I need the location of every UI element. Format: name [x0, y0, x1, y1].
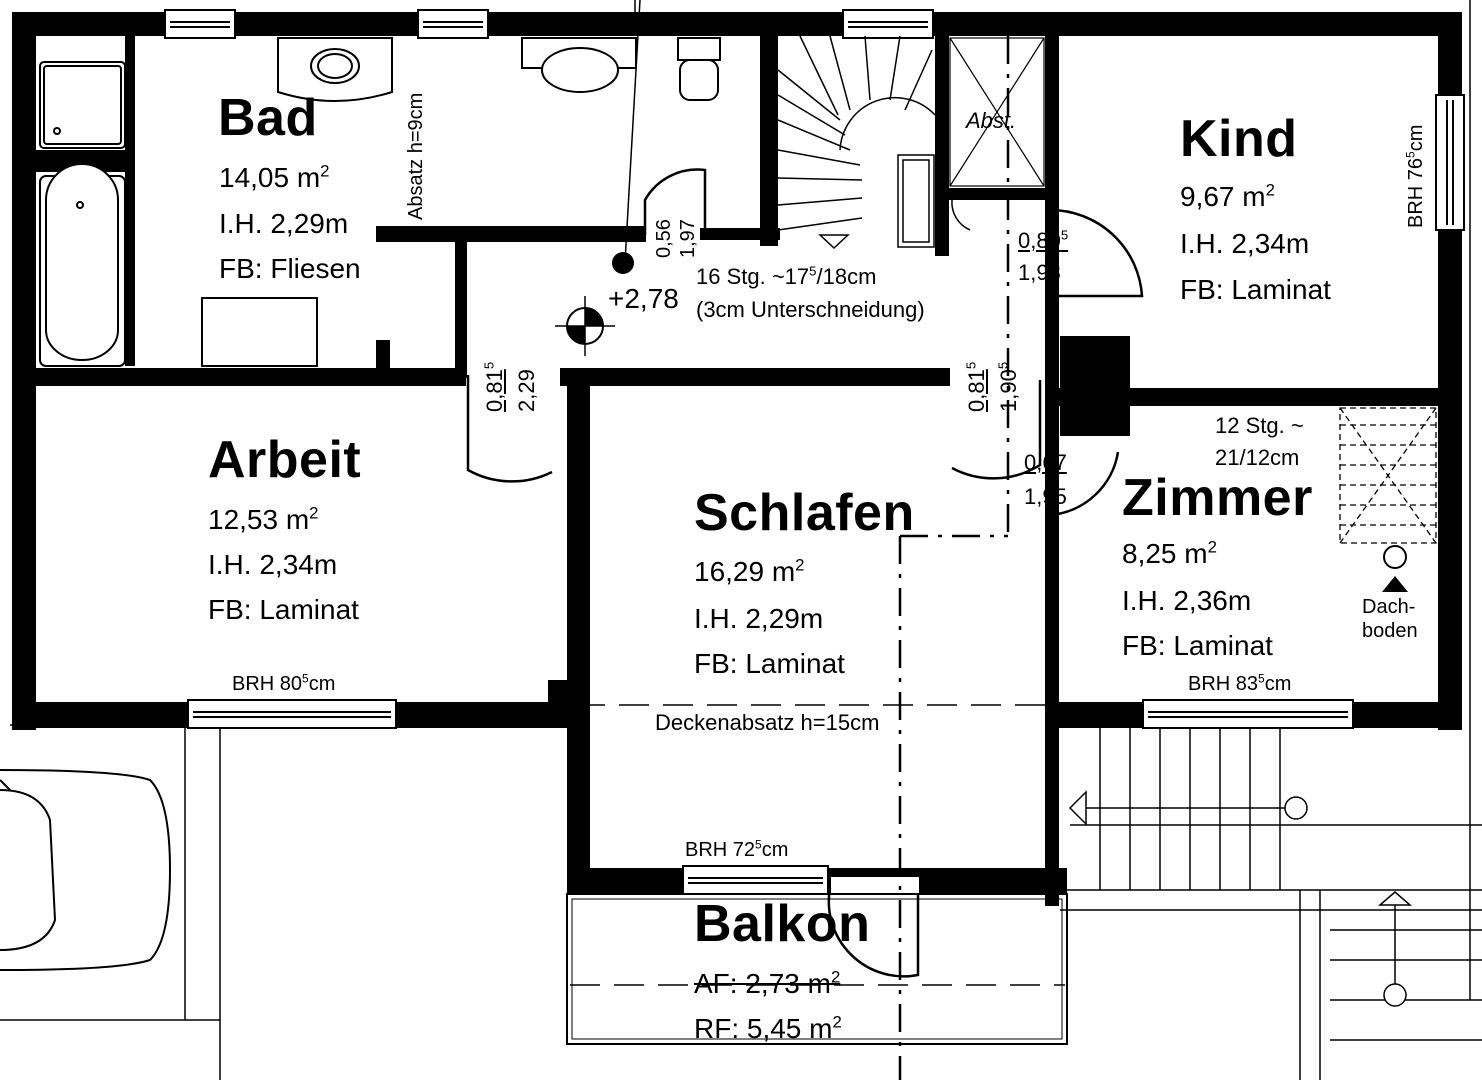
door-schlafen-width: 0,815: [963, 361, 989, 412]
room-area-bad: 14,05 m2: [219, 161, 330, 193]
room-floor-zimmer: FB: Laminat: [1122, 630, 1273, 661]
room-floor-kind: FB: Laminat: [1180, 274, 1331, 305]
wall-abst: [945, 188, 1045, 200]
wall-zimmer-north: [1055, 388, 1445, 406]
door-arbeit: [466, 375, 553, 483]
wall-bad-hall: [376, 226, 646, 242]
door-arbeit-height: 2,29: [514, 369, 539, 412]
room-floor-schlafen: FB: Laminat: [694, 648, 845, 679]
toilet-bowl: [679, 59, 719, 101]
outside-stairs: [1068, 728, 1482, 1041]
room-name-bad: Bad: [218, 89, 318, 147]
room-name-zimmer: Zimmer: [1122, 469, 1313, 527]
level-label: +2,78: [608, 283, 679, 314]
stairs-attic-label-1: 12 Stg. ~: [1215, 413, 1304, 438]
bath-fixtures: [39, 37, 721, 367]
room-height-arbeit: I.H. 2,34m: [208, 549, 338, 580]
elevation-marker: [555, 296, 615, 356]
abst-hatch: [949, 37, 1045, 187]
room-name-kind: Kind: [1180, 110, 1298, 168]
door-kind-height: 1,93: [1018, 260, 1061, 285]
level-point: [612, 252, 634, 274]
wall-schlafen-north: [560, 368, 950, 386]
balcony-door: [829, 875, 921, 895]
door-kind: [1048, 208, 1144, 298]
window-arbeit: [187, 699, 397, 729]
door-kind-width: 0,805: [1018, 227, 1069, 253]
main-stairs: [777, 35, 936, 250]
room-height-zimmer: I.H. 2,36m: [1122, 585, 1252, 616]
toilet-tank: [677, 37, 721, 61]
window-bad-1: [164, 9, 236, 39]
decke-lines: [570, 704, 1065, 986]
door-zimmer-height: 1,95: [1024, 484, 1067, 509]
room-height-kind: I.H. 2,34m: [1180, 228, 1310, 259]
car: [0, 769, 172, 971]
door-zimmer-width: 0,67: [1024, 450, 1067, 475]
room-rf-balkon: RF: 5,45 m2: [694, 1012, 842, 1044]
attic-arrow: [1382, 576, 1408, 592]
door-schlafen: [951, 380, 1042, 480]
door-zimmer: [1048, 440, 1120, 517]
stairs-main-label: 16 Stg. ~175/18cm: [696, 263, 877, 289]
window-label-zimmer: BRH 835cm: [1188, 671, 1292, 695]
doors: [466, 168, 1144, 978]
window-label-arbeit: BRH 805cm: [232, 671, 336, 695]
room-height-schlafen: I.H. 2,29m: [694, 603, 824, 634]
wall-north: [12, 12, 1462, 36]
room-area-kind: 9,67 m2: [1180, 180, 1275, 212]
walls: [12, 12, 1462, 906]
cabinet: [201, 297, 318, 367]
door-arbeit-width: 0,815: [481, 361, 507, 412]
door-balkon: [827, 887, 920, 978]
door-abst: [951, 199, 971, 231]
room-height-bad: I.H. 2,29m: [219, 208, 349, 239]
attic-stairs: [1339, 407, 1437, 544]
wall-stair-west: [760, 36, 778, 246]
window-zimmer: [1142, 699, 1354, 729]
wall-hall-west: [455, 228, 467, 378]
window-bad-2: [417, 9, 489, 39]
window-stair: [842, 9, 934, 39]
door-bad-height: 1,97: [677, 219, 699, 258]
room-area-arbeit: 12,53 m2: [208, 503, 319, 535]
deckenabsatz-label: Deckenabsatz h=15cm: [655, 710, 880, 735]
door-bad-width: 0,56: [653, 219, 675, 258]
room-name-schlafen: Schlafen: [694, 484, 915, 542]
room-floor-bad: FB: Fliesen: [219, 253, 361, 284]
balcony-outline: [566, 893, 1068, 1045]
wall-schlafen-east: [1045, 36, 1059, 906]
wall-west: [12, 12, 36, 730]
window-label-schlafen: BRH 725cm: [685, 837, 789, 861]
window-kind: [1435, 94, 1465, 231]
room-name-balkon: Balkon: [694, 895, 871, 953]
wall-shower: [36, 150, 131, 172]
dashed-lines: [898, 36, 1010, 1080]
wall-schlafen-west: [567, 375, 590, 895]
room-af-balkon: AF: 2,73 m2: [694, 967, 841, 999]
wall-bad-south: [36, 368, 466, 386]
absatz-label: Absatz h=9cm: [405, 92, 427, 220]
wall-bath-partition: [125, 36, 135, 366]
abst-label: Abst.: [966, 108, 1017, 133]
chimney: [1060, 336, 1130, 436]
wall-stair-east: [935, 36, 949, 256]
room-name-arbeit: Arbeit: [208, 431, 362, 489]
window-schlafen: [682, 865, 829, 895]
wall-stub: [376, 340, 390, 370]
room-floor-arbeit: FB: Laminat: [208, 594, 359, 625]
room-area-schlafen: 16,29 m2: [694, 555, 805, 587]
wall-stub-2: [548, 680, 570, 710]
door-bad: [643, 168, 707, 240]
door-schlafen-height: 1,905: [995, 361, 1021, 412]
windows: [164, 9, 1465, 895]
stairs-main-note: (3cm Unterschneidung): [696, 297, 925, 322]
dachboden-label-1: Dach-: [1362, 596, 1416, 618]
dachboden-label-2: boden: [1362, 620, 1418, 642]
room-area-zimmer: 8,25 m2: [1122, 537, 1217, 569]
stairs-attic-label-2: 21/12cm: [1215, 445, 1300, 470]
attic-stair-start: [1383, 545, 1407, 569]
window-label-kind: BRH 765cm: [1403, 124, 1427, 228]
